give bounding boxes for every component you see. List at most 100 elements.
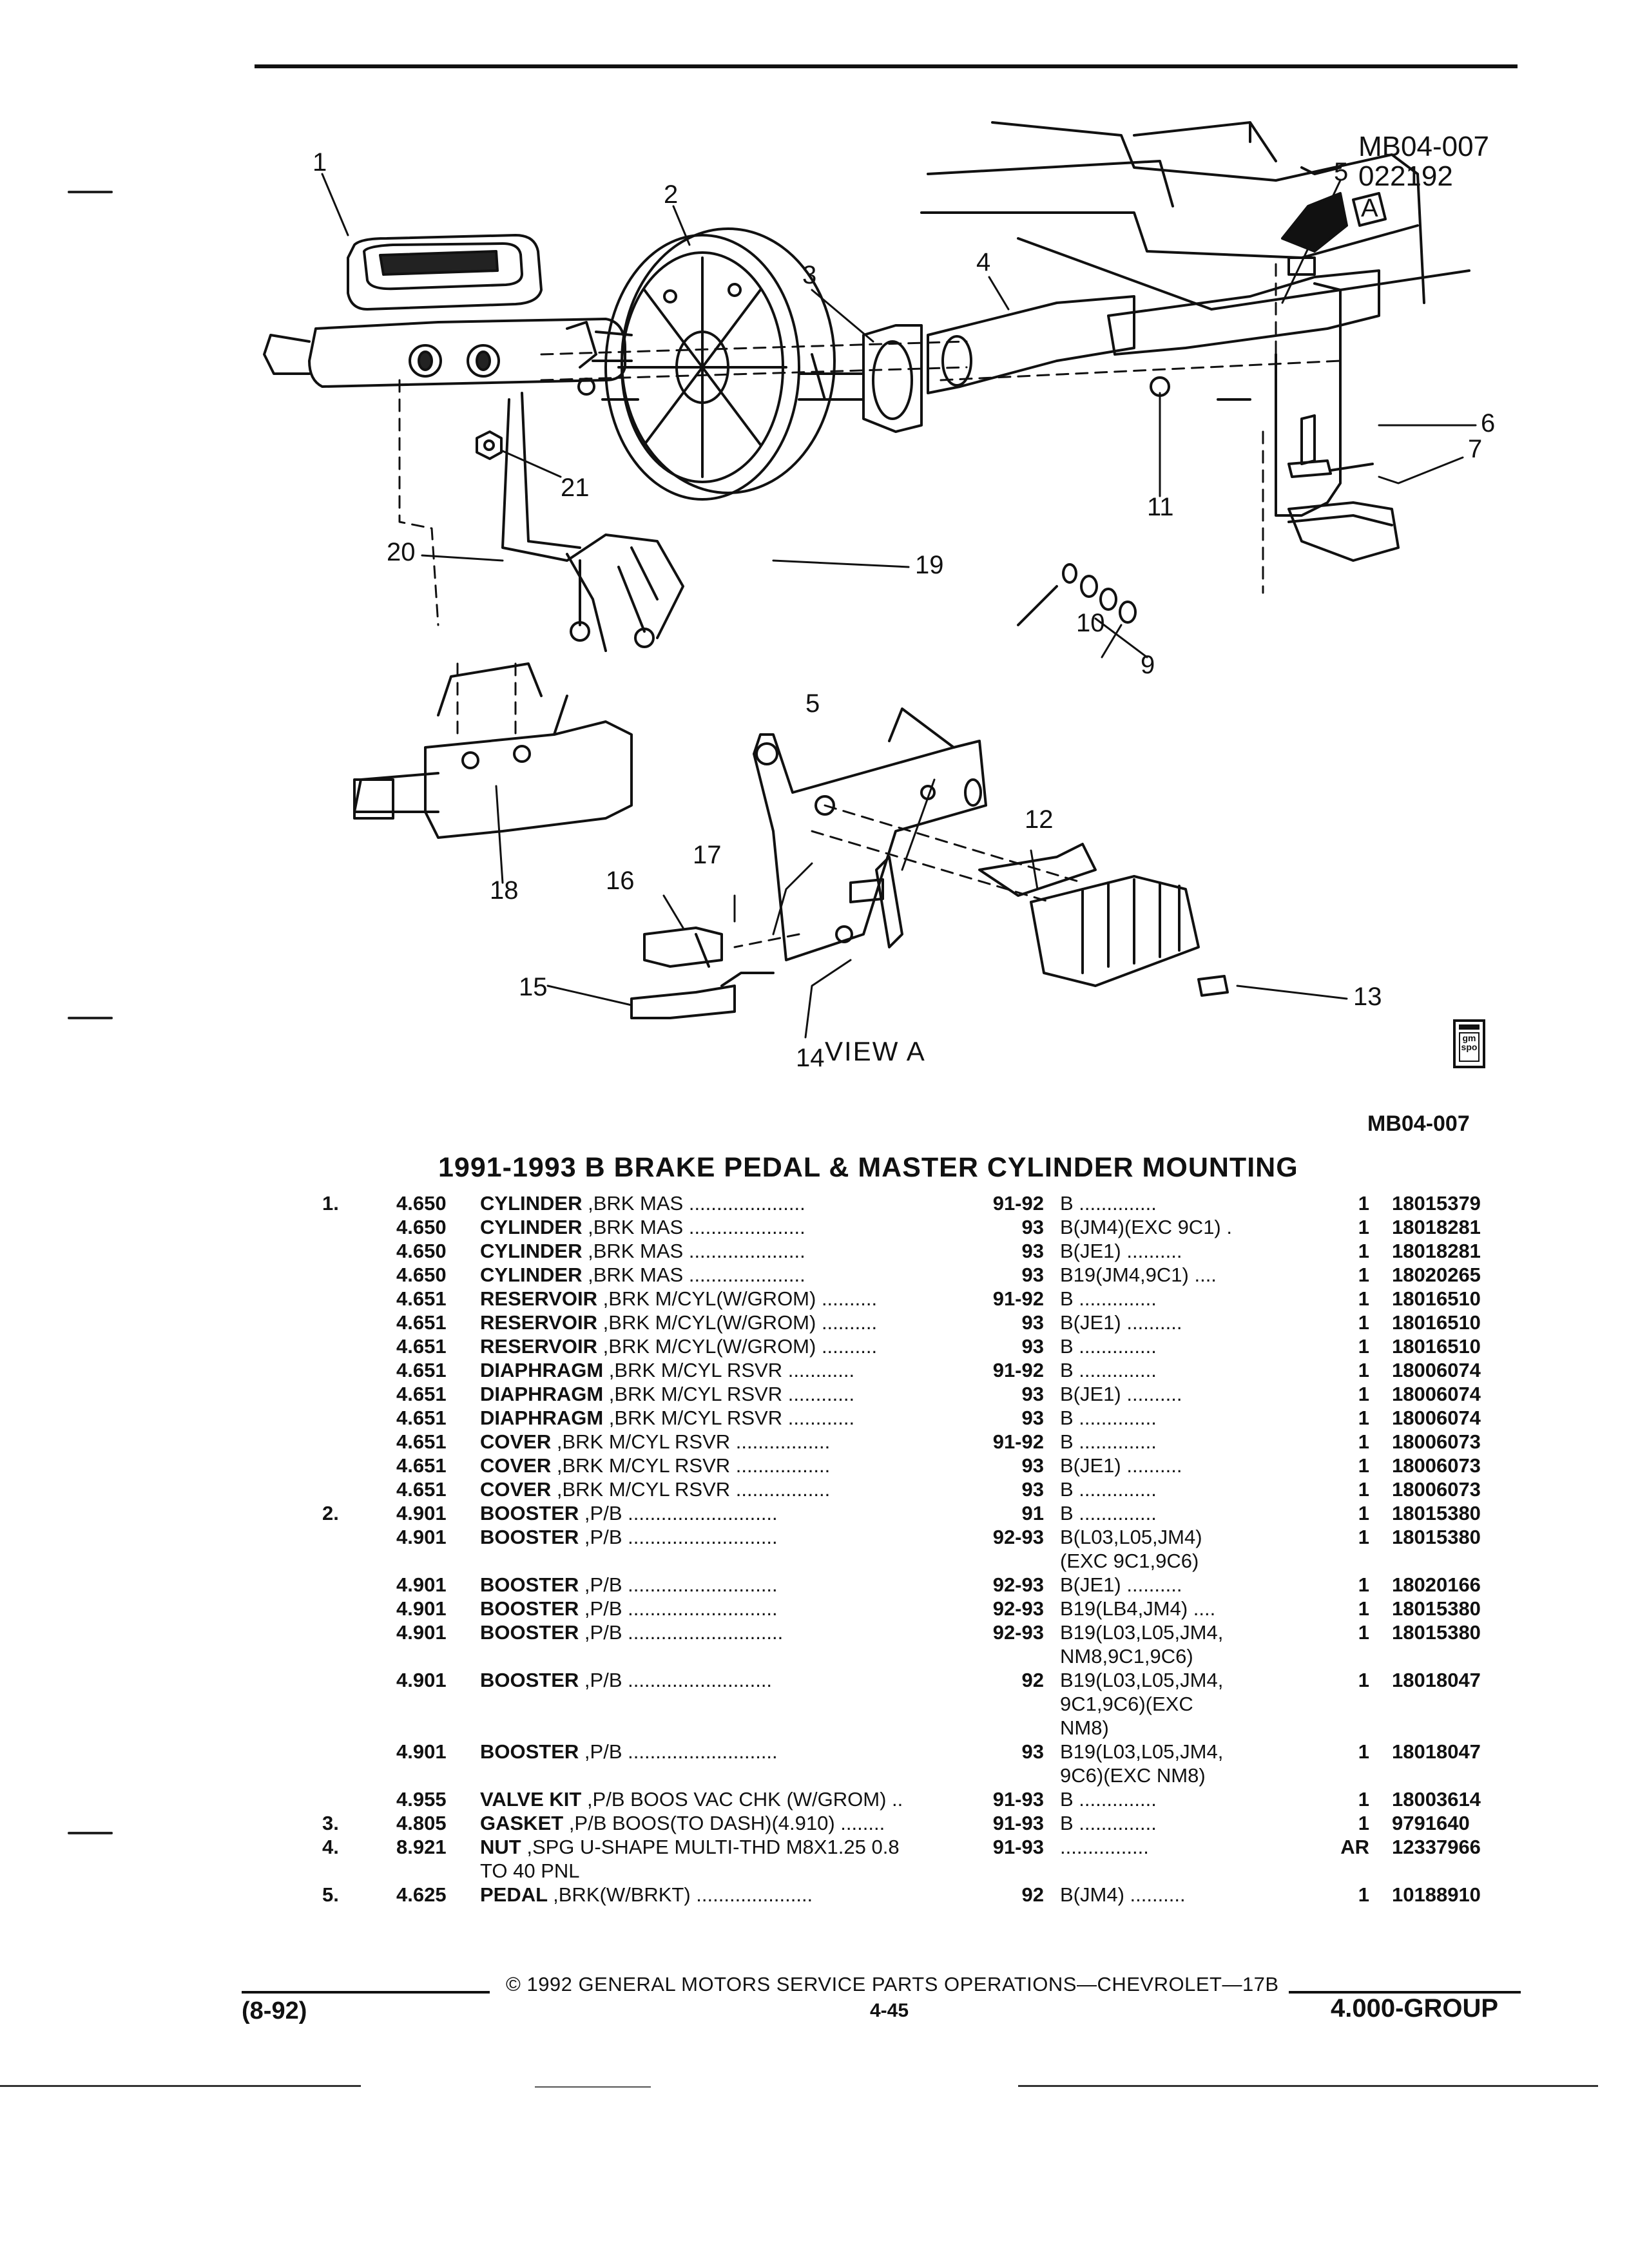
gasket-and-bracket — [798, 295, 1135, 433]
part-number: 18018281 — [1392, 1216, 1481, 1238]
model-years: 93 — [1021, 1407, 1044, 1429]
callout-21: 21 — [561, 474, 590, 502]
view-a-parts — [630, 707, 1229, 1019]
part-detail: ,BRK M/CYL(W/GROM) .......... — [602, 1287, 878, 1310]
part-detail: ,SPG U-SHAPE MULTI-THD M8X1.25 0.8 — [526, 1836, 900, 1858]
part-detail: ,P/B ............................ — [584, 1621, 784, 1644]
part-number: 18006074 — [1392, 1359, 1481, 1381]
part-name: COVER — [480, 1430, 552, 1453]
model-years: 92-93 — [992, 1526, 1044, 1548]
part-detail: ,P/B ........................... — [584, 1526, 778, 1548]
callout-1: 1 — [313, 148, 327, 177]
model-years: 93 — [1021, 1383, 1044, 1405]
part-name: BOOSTER — [480, 1740, 579, 1763]
model-years: 93 — [1021, 1454, 1044, 1477]
part-number: 18020166 — [1392, 1573, 1481, 1596]
group-number: 4.651 — [396, 1287, 447, 1310]
quantity: 1 — [1358, 1216, 1369, 1238]
part-detail: ,P/B ........................... — [584, 1740, 778, 1763]
part-detail: ,BRK MAS ..................... — [588, 1216, 805, 1238]
description-continuation: TO 40 PNL — [480, 1860, 580, 1882]
footer-copyright: © 1992 GENERAL MOTORS SERVICE PARTS OPER… — [506, 1973, 1279, 1995]
model-years: 91-93 — [992, 1836, 1044, 1858]
group-number: 4.650 — [396, 1264, 447, 1286]
footer-date: (8-92) — [242, 1997, 307, 2024]
callout-5: 5 — [1334, 158, 1348, 186]
callout-index: 2. — [322, 1502, 339, 1524]
part-number: 18015380 — [1392, 1502, 1481, 1524]
model-usage: B .............. — [1060, 1192, 1157, 1215]
parts-row: 4.901 BOOSTER ,P/B ......................… — [316, 1621, 1527, 1645]
part-detail: ,P/B ........................... — [584, 1597, 778, 1620]
part-detail: ,BRK M/CYL RSVR ............ — [608, 1407, 855, 1429]
exploded-parts-diagram: A 1 2 3 4 5 6 7 9 10 11 19 20 21 5 12 13… — [263, 121, 1495, 1072]
callout-6: 6 — [1481, 409, 1495, 437]
model-usage: B .............. — [1060, 1407, 1157, 1429]
quantity: 1 — [1358, 1502, 1369, 1524]
callout-index: 3. — [322, 1812, 339, 1834]
model-usage: B19(L03,L05,JM4, — [1060, 1621, 1224, 1644]
callout-9: 9 — [1141, 651, 1155, 679]
quantity: 1 — [1358, 1573, 1369, 1596]
part-number: 10188910 — [1392, 1883, 1481, 1906]
model-usage: B .............. — [1060, 1430, 1157, 1453]
bolt-6 — [1287, 414, 1374, 478]
model-usage: B(JE1) .......... — [1060, 1573, 1182, 1596]
part-name: RESERVOIR — [480, 1287, 598, 1310]
model-usage: B(L03,L05,JM4) — [1060, 1526, 1202, 1548]
pedal-assembly — [1107, 269, 1400, 562]
part-name: RESERVOIR — [480, 1335, 598, 1358]
group-number: 4.651 — [396, 1478, 447, 1501]
group-number: 4.650 — [396, 1216, 447, 1238]
part-name: BOOSTER — [480, 1573, 579, 1596]
parts-row-continuation: NM8) — [316, 1716, 1527, 1740]
part-description: CYLINDER ,BRK MAS ..................... — [480, 1240, 954, 1263]
part-name: GASKET — [480, 1812, 564, 1834]
part-number: 12337966 — [1392, 1836, 1481, 1858]
part-detail: ,P/B ........................... — [584, 1502, 778, 1524]
model-usage: B(JE1) .......... — [1060, 1454, 1182, 1477]
part-name: BOOSTER — [480, 1502, 579, 1524]
part-detail: ,BRK M/CYL RSVR ................. — [556, 1430, 831, 1453]
model-usage: B19(L03,L05,JM4, — [1060, 1669, 1224, 1691]
quantity: 1 — [1358, 1478, 1369, 1501]
group-number: 4.651 — [396, 1335, 447, 1358]
part-detail: ,P/B BOOS VAC CHK (W/GROM) .. — [586, 1788, 903, 1811]
part-name: CYLINDER — [480, 1240, 583, 1262]
model-years: 92 — [1021, 1669, 1044, 1691]
group-number: 4.651 — [396, 1359, 447, 1381]
callout-18: 18 — [490, 876, 519, 905]
parts-row-continuation: 9C1,9C6)(EXC — [316, 1693, 1527, 1716]
part-detail: ,P/B .......................... — [584, 1669, 773, 1691]
callout-2: 2 — [664, 180, 678, 209]
scan-line — [0, 2085, 361, 2087]
part-number: 18006074 — [1392, 1407, 1481, 1429]
model-years: 93 — [1021, 1216, 1044, 1238]
model-continuation: NM8) — [1060, 1716, 1109, 1739]
margin-mark — [68, 1017, 113, 1019]
part-number: 18006074 — [1392, 1383, 1481, 1405]
part-description: RESERVOIR ,BRK M/CYL(W/GROM) .......... — [480, 1311, 954, 1334]
part-name: BOOSTER — [480, 1621, 579, 1644]
model-usage: B .............. — [1060, 1788, 1157, 1811]
group-number: 4.901 — [396, 1621, 447, 1644]
callout-20: 20 — [387, 538, 416, 566]
part-number: 18016510 — [1392, 1311, 1481, 1334]
part-name: BOOSTER — [480, 1669, 579, 1691]
footer-group: 4.000-GROUP — [1331, 1994, 1499, 2023]
group-number: 4.650 — [396, 1240, 447, 1262]
callout-14: 14 — [796, 1044, 825, 1072]
quantity: 1 — [1358, 1597, 1369, 1620]
model-years: 93 — [1021, 1478, 1044, 1501]
model-usage: B(JE1) .......... — [1060, 1311, 1182, 1334]
group-number: 8.921 — [396, 1836, 447, 1858]
part-description: DIAPHRAGM ,BRK M/CYL RSVR ............ — [480, 1359, 954, 1382]
part-detail: ,BRK MAS ..................... — [588, 1192, 805, 1215]
parts-row-continuation: (EXC 9C1,9C6) — [316, 1550, 1527, 1573]
callout-4: 4 — [976, 248, 990, 276]
